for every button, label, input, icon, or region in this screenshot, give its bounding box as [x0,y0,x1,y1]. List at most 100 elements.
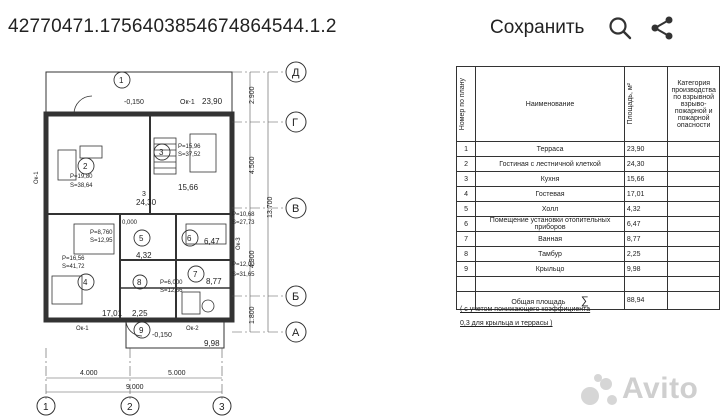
dim-v-1: 2.900 [249,86,256,104]
right-perimeter: P=12,00 [232,262,255,268]
header-name: Наименование [475,66,625,142]
row-num: 7 [455,231,477,247]
axis-g: Г [292,117,298,129]
room-5-number: 5 [139,234,144,243]
room-8-number: 8 [137,278,142,287]
row-name: Холл [475,201,625,217]
room-6-perimeter: P=10,68 [232,212,255,218]
search-icon[interactable] [606,14,634,42]
total-label: Общая площадь [511,298,566,306]
row-num: 4 [455,186,477,202]
room-7-number: 7 [193,270,198,279]
share-icon[interactable] [648,14,676,42]
dim-h-3: 9.000 [126,384,144,391]
room-3-square: S=37,52 [178,152,201,158]
row-area: 9,98 [623,261,669,277]
total-value: 88,94 [623,291,669,310]
row-num: 3 [455,171,477,187]
dim-v-5: 1.800 [249,306,256,324]
row-name: Помещение установки отопительных приборо… [475,216,625,232]
room-9-area: 9,98 [204,339,220,348]
row-name: Гостевая [475,186,625,202]
header-num: Номер по плану [459,77,466,131]
room-2-perimeter: P=19,80 [70,174,93,180]
row-name: Крыльцо [475,261,625,277]
dim-v-4: 4.900 [249,250,256,268]
room-table: Номер по плану Наименование Площадь, м² … [455,66,720,356]
room-1-area: 23,90 [202,97,223,106]
room-8-area: 2,25 [132,309,148,318]
row-area: 24,30 [623,156,669,172]
level-zero: 0,000 [122,220,138,226]
room-4-square: S=41,72 [62,264,85,270]
header-category: Категория производства по взрывной взрыв… [667,66,720,142]
room-7-perimeter: P=6,000 [160,280,183,286]
row-name: Тамбур [475,246,625,262]
row-area: 4,32 [623,201,669,217]
avito-logo-icon [581,374,617,405]
room-2-number: 2 [83,162,88,171]
image-title: 42770471.1756403854674864544.1.2 [8,16,337,37]
room-6-area: 6,47 [204,237,220,246]
table-total-row: Общая площадь ∑ 88,94 [455,291,720,310]
room-3-number: 3 [159,148,164,157]
dim-v-2: 4.500 [249,156,256,174]
row-area: 6,47 [623,216,669,232]
window-label-left: Ок-1 [34,171,40,184]
axis-d: Д [292,67,300,79]
top-bar: 42770471.1756403854674864544.1.2 Сохрани… [0,0,720,56]
room-1-level: -0,150 [124,99,144,106]
window-label-ok2: Ок-2 [186,326,199,332]
floor-plan: Д Г В Б А 1 2 3 2.900 4.500 13.700 4.900… [34,61,307,416]
room-5-square: S=12,95 [90,238,113,244]
row-area: 23,90 [623,141,669,157]
room-6-square: S=27,73 [232,220,255,226]
row-name: Терраса [475,141,625,157]
room-3-perimeter: P=15,96 [178,144,201,150]
room-6-number: 6 [187,234,192,243]
row-area: 17,01 [623,186,669,202]
row-name: Гостиная с лестничной клеткой [475,156,625,172]
axis-2: 2 [127,402,133,413]
avito-watermark-text: Avito [622,372,699,405]
axis-1: 1 [43,402,49,413]
room-9-level: -0,150 [152,332,172,339]
room-7-area: 8,77 [206,277,222,286]
right-square: S=31,65 [232,272,255,278]
room-3b-number: 3 [142,191,146,198]
room-3-area: 15,66 [178,183,199,192]
sigma-sign: ∑ [580,294,589,307]
dim-h-1: 4.000 [80,370,98,377]
row-area: 8,77 [623,231,669,247]
room-1-number: 1 [119,76,124,85]
room-4-number: 4 [83,278,88,287]
row-num: 9 [455,261,477,277]
room-5-area: 4,32 [136,251,152,260]
dim-v-3: 13.700 [267,196,274,218]
save-button[interactable]: Сохранить [490,17,585,38]
room-3b-area: 24,30 [136,198,157,207]
axis-b: Б [292,291,299,303]
axis-3: 3 [219,402,225,413]
row-name: Ванная [475,231,625,247]
row-num: 1 [455,141,477,157]
table-empty-row [455,276,720,292]
row-num: 6 [455,216,477,232]
room-2-square: S=38,64 [70,183,93,189]
row-area: 15,66 [623,171,669,187]
row-num: 2 [455,156,477,172]
room-4-area: 17,01 [102,309,123,318]
room-4-perimeter: P=16,56 [62,256,85,262]
axis-a: А [292,327,300,339]
note-line-1: ( с учетом понижающего коэффициента [460,306,591,313]
row-name: Кухня [475,171,625,187]
window-label-ok3: Ок-3 [236,237,242,250]
